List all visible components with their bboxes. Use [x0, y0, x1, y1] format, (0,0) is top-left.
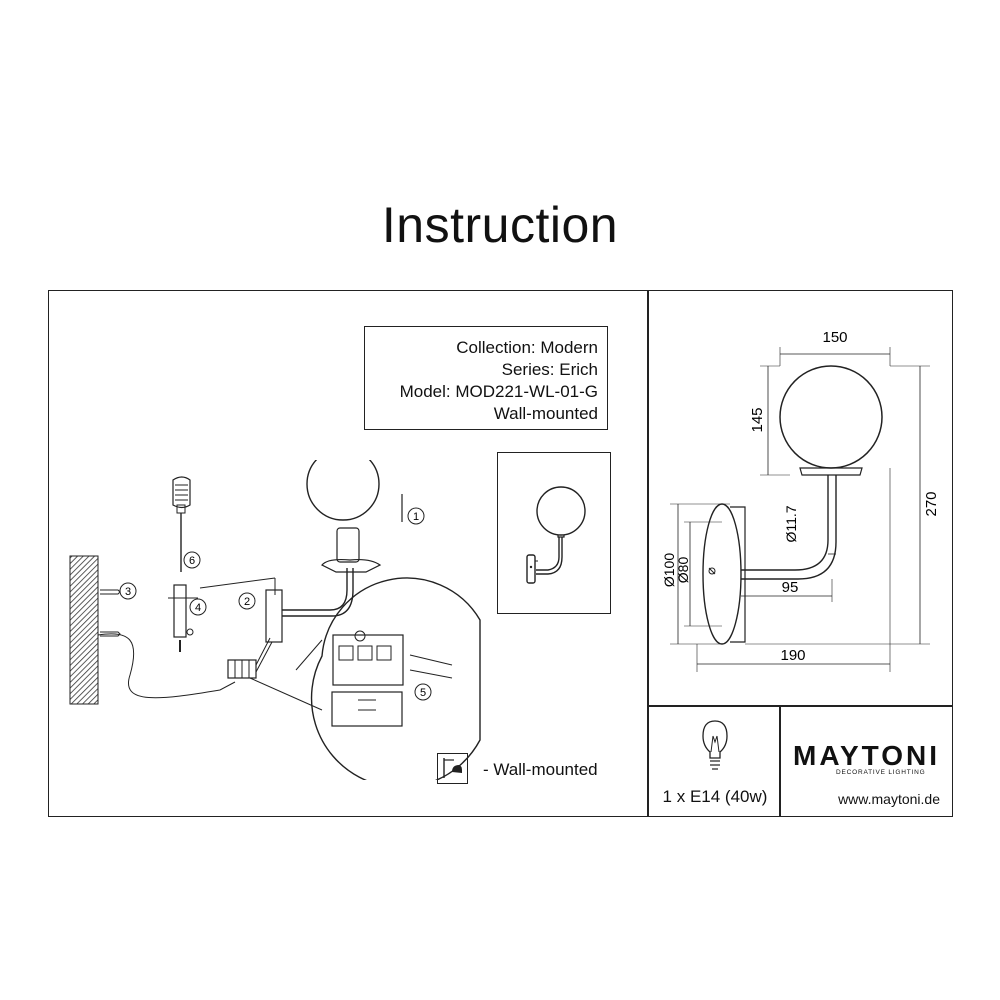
dim-width-top: 150: [822, 329, 847, 346]
step-marker-4: 4: [189, 598, 207, 616]
screwdriver-icon: [172, 476, 191, 572]
instruction-frame: [48, 290, 953, 817]
terminal-zoom-detail: [310, 577, 481, 780]
step-marker-5: 5: [414, 683, 432, 701]
dim-globe-height: 145: [749, 407, 766, 432]
svg-text:1: 1: [413, 511, 419, 523]
product-info-box: Collection: Modern Series: Erich Model: …: [364, 326, 608, 430]
brand-divider: [779, 706, 781, 816]
mount-label: Wall-mounted: [493, 404, 598, 423]
light-bulb-icon: [702, 720, 728, 770]
svg-text:5: 5: [420, 687, 426, 699]
dim-arm-length: 95: [782, 579, 799, 596]
model-label: Model: MOD221-WL-01-G: [399, 382, 598, 401]
legend-label: - Wall-mounted: [483, 760, 598, 779]
dim-tube-diameter: Ø11.7: [783, 505, 799, 542]
dim-base-inner: Ø80: [675, 557, 691, 584]
socket-cup: [321, 558, 382, 573]
lamp-base-plate: [265, 589, 283, 643]
wall-mount-icon: [437, 753, 468, 784]
svg-text:2: 2: [244, 596, 250, 608]
mounting-bracket: [168, 584, 198, 652]
svg-text:3: 3: [125, 586, 131, 598]
lamp-thumbnail-drawing: [526, 486, 586, 584]
svg-text:4: 4: [195, 602, 201, 614]
website-link[interactable]: www.maytoni.de: [838, 791, 940, 807]
spec-divider: [648, 705, 952, 707]
glass-globe: [306, 460, 380, 521]
step-marker-1: 1: [407, 507, 425, 525]
socket: [336, 527, 360, 563]
step-marker-6: 6: [183, 551, 201, 569]
dim-base-outer: Ø100: [661, 553, 677, 587]
panel-divider: [647, 291, 649, 816]
series-label: Series: Erich: [501, 360, 598, 379]
bulb-spec: 1 x E14 (40w): [662, 787, 768, 806]
product-thumbnail: [497, 452, 611, 614]
brand-logo: MAYTONI: [793, 740, 941, 771]
dimension-base-plate: [702, 503, 742, 645]
svg-text:6: 6: [189, 555, 195, 567]
step-marker-3: 3: [119, 582, 137, 600]
lamp-arm: [282, 568, 348, 611]
dimension-arm: [741, 475, 829, 571]
dimension-globe: [779, 365, 883, 469]
page-title: Instruction: [381, 197, 619, 253]
collection-label: Collection: Modern: [456, 338, 598, 357]
wall-section: [69, 555, 99, 705]
installation-diagram: 1 2 3 4 5 6: [69, 460, 481, 780]
wall-anchor-icon: [100, 589, 121, 637]
step-marker-2: 2: [238, 592, 256, 610]
brand-tagline: DECORATIVE LIGHTING: [836, 769, 926, 776]
terminal-block: [227, 637, 273, 679]
dim-total-depth: 190: [780, 647, 805, 664]
dimension-drawing: 150 145 270 Ø11.7 Ø100 Ø80 95 190: [661, 329, 940, 672]
dim-total-height: 270: [923, 491, 940, 516]
